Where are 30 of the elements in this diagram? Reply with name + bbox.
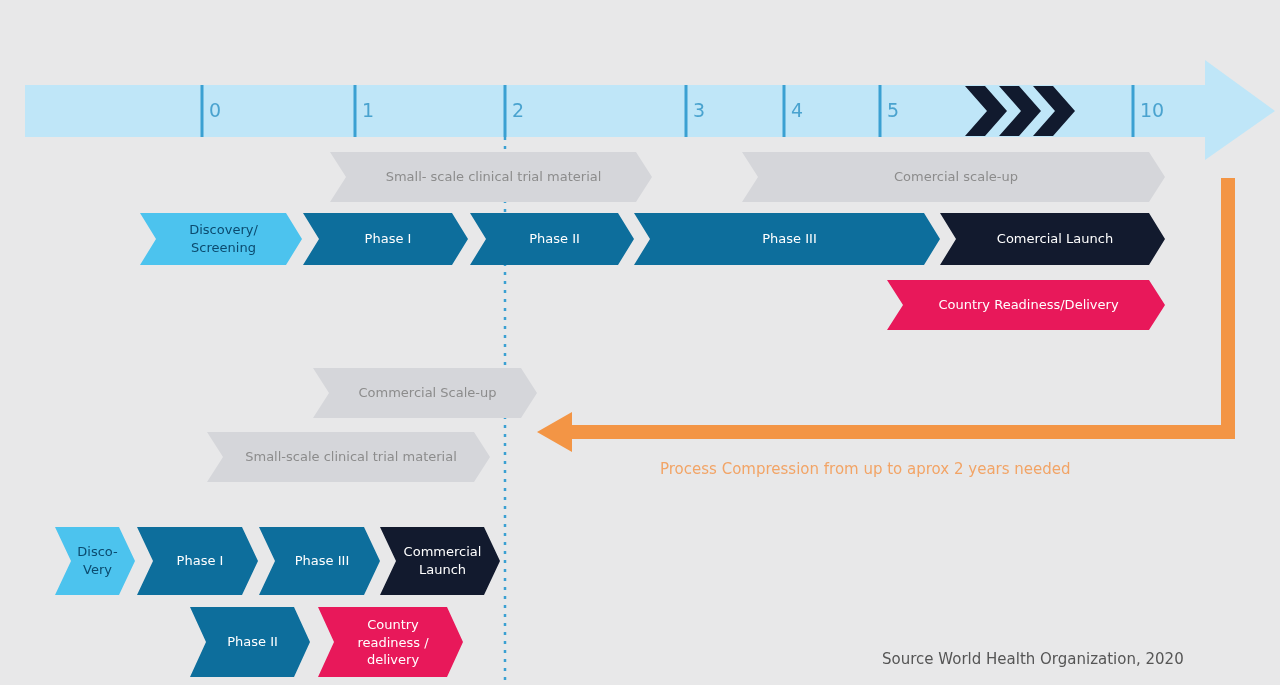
year-tick-label: 10 [1140, 101, 1165, 120]
stage-label: Comercial Launch [995, 230, 1115, 248]
year-tick-label: 5 [887, 101, 900, 120]
year-tick-label: 3 [693, 101, 706, 120]
stage-banner [259, 527, 380, 595]
stage-label: Phase I [363, 230, 413, 248]
stage-banner [380, 527, 500, 595]
stage-label: Comercial scale-up [893, 168, 1019, 186]
stage-label: Phase I [175, 552, 225, 570]
stage-label: Discovery/ Screening [188, 221, 259, 257]
stage-banner [634, 213, 940, 265]
stage-label: Phase III [761, 230, 818, 248]
stage-banner [470, 213, 634, 265]
source-caption: Source World Health Organization, 2020 [882, 650, 1184, 668]
stage-label: Commercial Scale-up [357, 384, 498, 402]
stage-label: Disco- Very [76, 543, 119, 579]
stage-label: Phase II [226, 633, 279, 651]
stage-label: Phase II [528, 230, 581, 248]
annotation-text: Process Compression from up to aprox 2 years needed [660, 460, 1071, 478]
stage-label: Commercial Launch [402, 543, 483, 579]
stage-label: Small- scale clinical trial material [384, 168, 603, 186]
stage-label: Country readiness / delivery [356, 615, 430, 669]
year-tick-label: 2 [512, 101, 525, 120]
stage-label: Country Readiness/Delivery [937, 296, 1120, 314]
year-tick-label: 0 [209, 101, 222, 120]
stage-label: Small-scale clinical trial material [244, 448, 458, 466]
stage-label: Phase III [293, 552, 351, 570]
year-tick-label: 4 [791, 101, 804, 120]
year-tick-label: 1 [362, 101, 375, 120]
stage-banner [940, 213, 1165, 265]
